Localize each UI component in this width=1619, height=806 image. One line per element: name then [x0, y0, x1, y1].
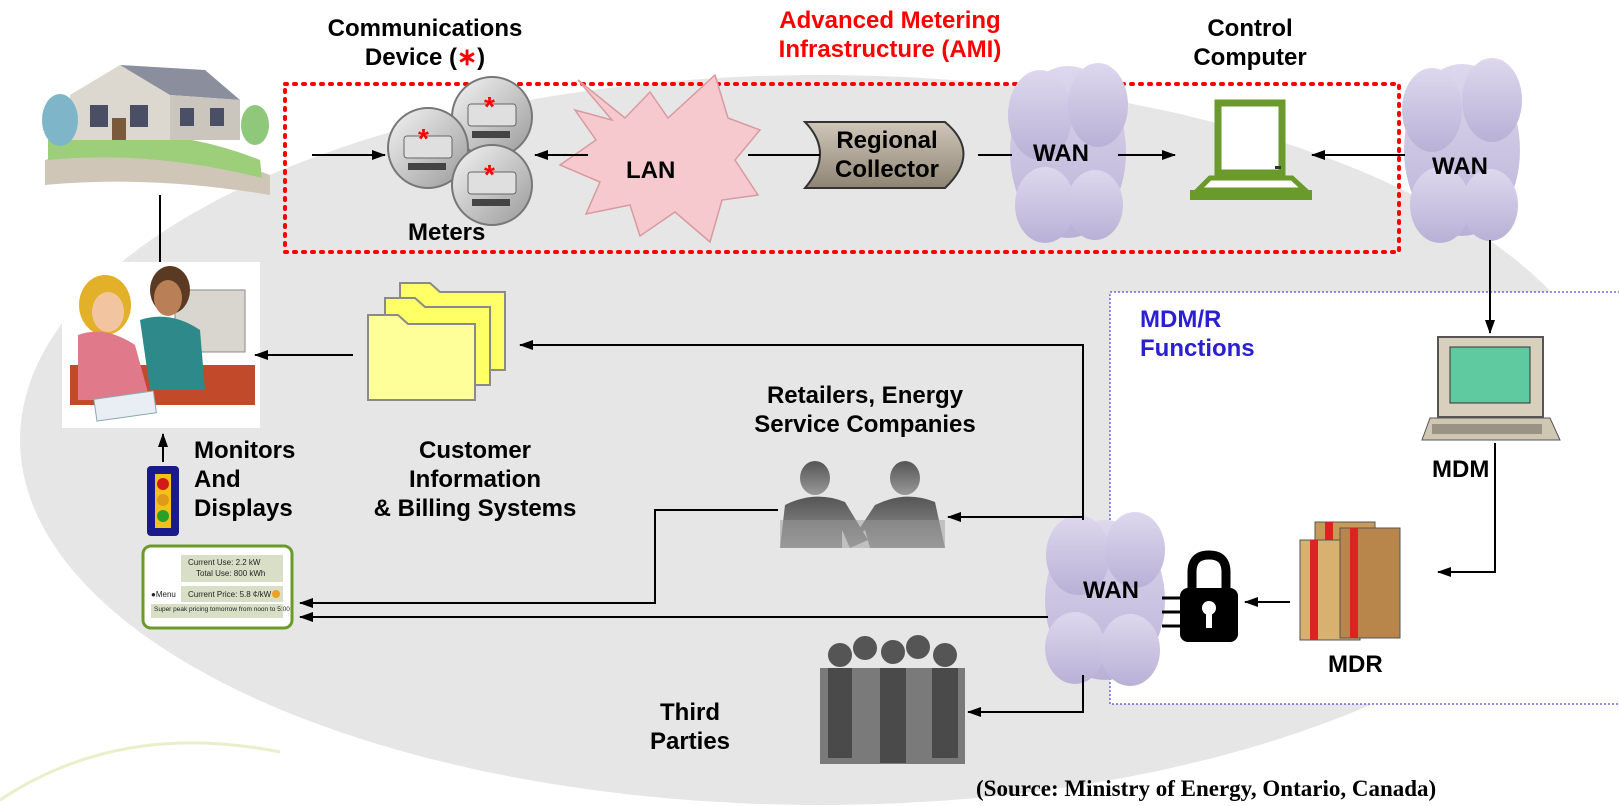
control-computer-label: Control Computer [1160, 14, 1340, 72]
monitors-line2: And [194, 466, 241, 493]
cis-line2: Information [409, 466, 541, 493]
communications-device-label: Communications Device (∗) [290, 14, 560, 72]
wan-cloud-bottom [1045, 512, 1165, 686]
mdm-to-mdr-arrow [1437, 443, 1496, 577]
control-line2: Computer [1193, 44, 1307, 71]
ami-boundary [283, 82, 1401, 254]
svg-text:*: * [484, 91, 495, 122]
wan-to-cis-arrow [519, 340, 1084, 520]
comm-device-text: Device ( [364, 44, 457, 71]
monitors-line1: Monitors [194, 437, 296, 464]
mdmr-functions-label: MDM/R Functions [1140, 305, 1255, 363]
mdmr-line2: Functions [1140, 335, 1255, 362]
wan-label-top: WAN [1033, 140, 1089, 167]
display-panel [141, 544, 294, 630]
folder-icon [367, 282, 506, 401]
meters-label: Meters [408, 219, 486, 246]
cis-line3: & Billing Systems [373, 495, 577, 522]
comm-device-line2: Device (∗) [290, 43, 560, 72]
wan-cloud-top [1008, 63, 1128, 243]
asterisk-marker: ∗ [456, 44, 478, 71]
ami-label: Advanced Metering Infrastructure (AMI) [735, 6, 1045, 64]
lan-burst [558, 73, 762, 244]
handshake-icon [780, 461, 945, 548]
mdr-label: MDR [1328, 651, 1383, 678]
ami-line1: Advanced Metering [779, 7, 1001, 34]
panel-message: Super peak pricing tomorrow from noon to… [154, 606, 290, 613]
meter-icon: * * * [387, 76, 533, 226]
cis-line1: Customer [418, 437, 532, 464]
lock-icon [1162, 550, 1238, 642]
ami-line2: Infrastructure (AMI) [778, 36, 1002, 63]
house-icon [42, 65, 270, 195]
mdm-label: MDM [1432, 456, 1490, 483]
server-icon [1298, 521, 1401, 652]
mdmr-line1: MDM/R [1140, 306, 1222, 333]
decorative-arc [0, 741, 281, 802]
people-icon [820, 635, 965, 764]
control-line1: Control [1207, 15, 1293, 42]
svg-text:*: * [418, 123, 429, 154]
monitors-displays-label: Monitors And Displays [194, 436, 295, 523]
panel-current-price: Current Price: 5.8 ¢/kW [188, 590, 272, 599]
comm-device-line1: Communications [327, 15, 523, 42]
people-at-desk-icon [62, 262, 260, 428]
retailers-line1: Retailers, Energy [766, 382, 964, 409]
third-line1: Third [660, 699, 720, 726]
cis-label: Customer Information & Billing Systems [325, 436, 625, 523]
third-parties-label: Third Parties [640, 698, 740, 756]
panel-total-use: Total Use: 800 kWh [196, 569, 266, 578]
regional-line1: Regional [836, 127, 938, 154]
source-citation: (Source: Ministry of Energy, Ontario, Ca… [976, 776, 1437, 801]
retailers-label: Retailers, Energy Service Companies [720, 381, 1010, 439]
monitors-line3: Displays [194, 495, 293, 522]
mdm-computer-icon [1421, 336, 1561, 441]
retailers-line2: Service Companies [754, 411, 976, 438]
wan-label-right: WAN [1432, 153, 1488, 180]
traffic-light-icon [147, 466, 179, 536]
computer-icon [1190, 99, 1312, 200]
panel-menu: ●Menu [151, 590, 176, 599]
regional-line2: Collector [834, 156, 939, 183]
regional-collector-label: Regional Collector [812, 126, 962, 184]
wan-to-third-parties-arrow [967, 675, 1084, 717]
wan-label-bottom: WAN [1083, 577, 1139, 604]
regional-collector-shape [802, 121, 965, 189]
svg-text:*: * [484, 159, 495, 190]
wan-cloud-right [1402, 58, 1522, 243]
lan-label: LAN [626, 157, 676, 184]
third-line2: Parties [649, 728, 731, 755]
panel-current-use: Current Use: 2.2 kW [188, 558, 261, 567]
comm-device-close: ) [477, 44, 486, 71]
retailers-to-panel-arrow [299, 509, 778, 608]
connectors [158, 150, 1496, 717]
